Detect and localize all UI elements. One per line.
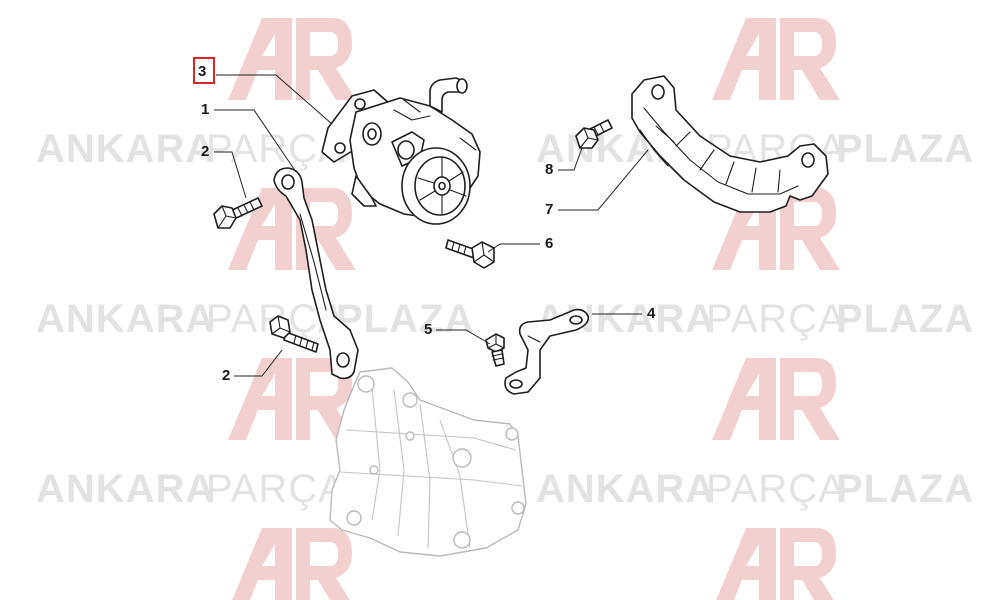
watermark-brand: PARÇA: [206, 127, 346, 171]
watermark-brand: ANKARA: [36, 297, 215, 341]
callout-5[interactable]: 5: [424, 321, 432, 338]
callout-2-lower[interactable]: 2: [222, 367, 230, 384]
callout-7[interactable]: 7: [545, 201, 553, 218]
cover-bracket[interactable]: [631, 75, 829, 213]
watermark-logo: [232, 528, 352, 600]
leader-lines: [214, 74, 649, 377]
watermark-logo: [712, 18, 840, 100]
bolt-upper[interactable]: [213, 197, 263, 229]
watermark-logo: [228, 18, 356, 100]
watermark-brand: PARÇA: [206, 467, 346, 511]
support-rod[interactable]: [273, 167, 359, 380]
callout-1[interactable]: 1: [201, 101, 209, 118]
callout-2-upper[interactable]: 2: [201, 143, 209, 160]
callout-3-highlight: [193, 57, 215, 84]
watermark-brand: PLAZA: [836, 297, 974, 341]
bracket-4[interactable]: [504, 308, 590, 395]
callout-3-group[interactable]: 3: [193, 57, 215, 84]
watermark-brand: ANKARA: [536, 467, 715, 511]
watermark-brand: PARÇA: [706, 297, 846, 341]
watermark-brand: ANKARA: [36, 467, 215, 511]
watermark-text-row: ANKARA PARÇA PLAZA ANKARA PARÇA PLAZA: [36, 127, 974, 171]
callout-4[interactable]: 4: [647, 305, 656, 322]
watermark-logo: [228, 188, 356, 270]
watermark-brand: PLAZA: [336, 297, 474, 341]
watermark-text-row: ANKARA PARÇA PLAZA ANKARA PARÇA PLAZA: [36, 297, 974, 341]
screw-5[interactable]: [485, 333, 505, 367]
watermark-brand: PARÇA: [706, 467, 846, 511]
power-steering-pump[interactable]: [321, 77, 481, 225]
engine-bracket-reference: [329, 367, 527, 557]
watermark-brand: PLAZA: [836, 467, 974, 511]
watermark-logo: [712, 358, 840, 440]
callout-8[interactable]: 8: [545, 161, 553, 178]
bolt-8[interactable]: [575, 119, 613, 149]
watermark-logo: [716, 528, 836, 600]
callout-6[interactable]: 6: [545, 235, 553, 252]
watermark-brand: ANKARA: [36, 127, 215, 171]
bolt-lower[interactable]: [269, 315, 319, 353]
callout-3[interactable]: 3: [198, 63, 206, 80]
watermark-brand: PLAZA: [836, 127, 974, 171]
bolt-6[interactable]: [445, 239, 495, 269]
